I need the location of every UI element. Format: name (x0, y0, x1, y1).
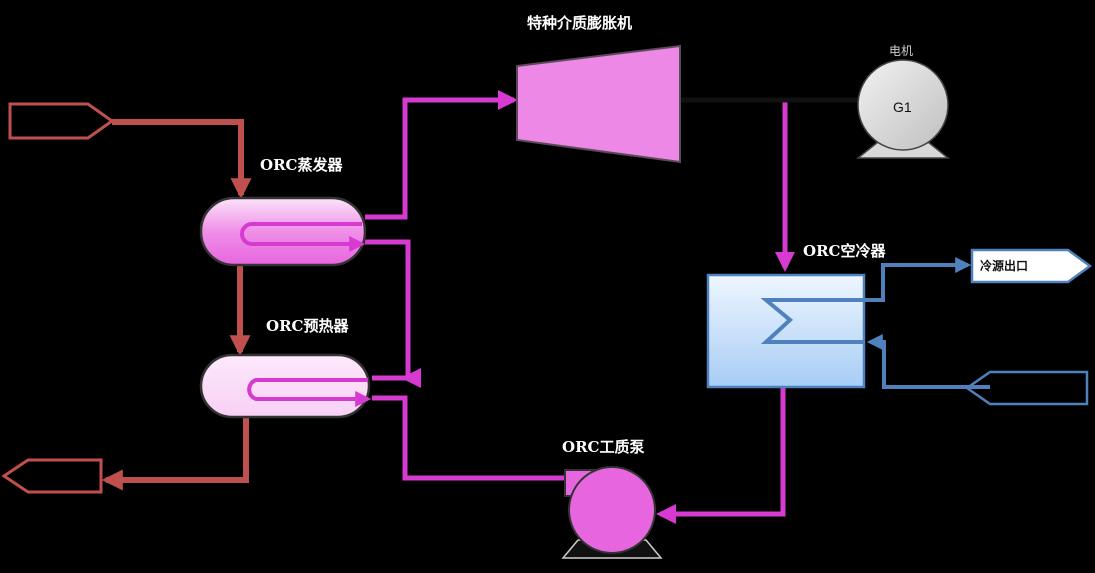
pump-body (568, 466, 656, 554)
condenser-coil (760, 298, 864, 344)
generator-label: G1 (893, 99, 912, 115)
preheater-label: ORC预热器 (266, 317, 349, 335)
heat-inlet-line (112, 119, 252, 200)
cold-outlet-label: 冷源出口 (980, 258, 1028, 273)
evaporator-shell (199, 196, 367, 267)
heat-inlet-port (8, 102, 115, 140)
turbine-label: 特种介质膨胀机 (527, 14, 632, 32)
generator: G1 (855, 59, 951, 159)
preheater-coil (247, 378, 372, 407)
generator-body (857, 59, 949, 151)
cold-source-lines (864, 257, 990, 389)
cold-outlet-port (970, 248, 1093, 284)
condenser (706, 273, 866, 389)
evaporator-label: ORC蒸发器 (260, 156, 343, 174)
pump-label: ORC工质泵 (562, 438, 644, 456)
evap-to-turbine-line (365, 90, 518, 220)
cold-outlet-line (864, 257, 972, 302)
evaporator-coil (240, 222, 366, 252)
cold-inlet-line (866, 334, 990, 389)
pump (561, 466, 663, 559)
heat-source-lines (1, 102, 252, 494)
preheater (199, 353, 372, 419)
motor-label: 电机 (889, 44, 913, 58)
turbine (516, 44, 681, 164)
preheater-to-evap-line (365, 239, 421, 388)
pump-to-preheater-line (372, 395, 565, 481)
condenser-body (706, 273, 866, 389)
evaporator (199, 196, 367, 267)
preheater-shell (199, 353, 371, 419)
heat-outlet-port (1, 458, 103, 494)
condenser-label: ORC空冷器 (803, 242, 886, 260)
condenser-to-pump-line (656, 388, 786, 524)
turbine-to-condenser-line (672, 97, 795, 272)
heat-outlet-line (101, 418, 249, 491)
cold-inlet-port (964, 370, 1089, 406)
